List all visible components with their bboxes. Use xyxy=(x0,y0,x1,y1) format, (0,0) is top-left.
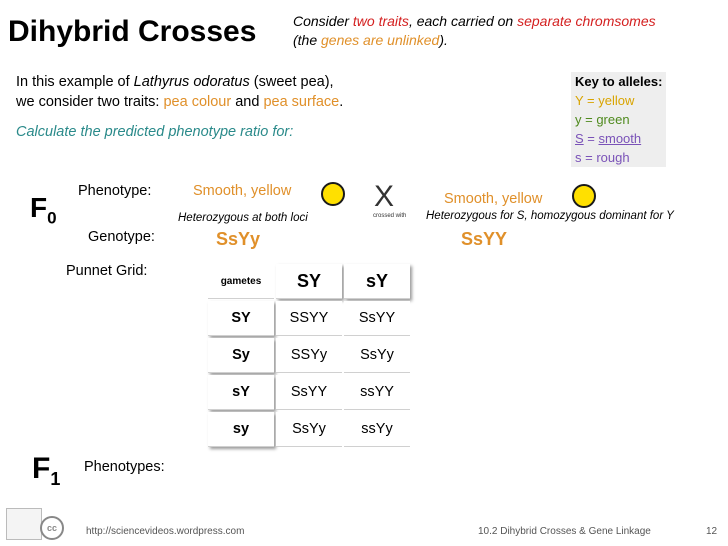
parent2-genotype: SsYY xyxy=(461,229,508,249)
intro-line: In this example of Lathyrus odoratus (sw… xyxy=(16,72,343,92)
slide-title: Dihybrid Crosses xyxy=(8,15,257,48)
offspring-genotype: ssYY xyxy=(344,375,410,410)
creative-commons-icon: cc xyxy=(40,516,64,540)
gamete-row-header: SY xyxy=(208,301,274,336)
intro-fragment: (sweet pea), xyxy=(249,74,334,90)
yellow-pea-icon xyxy=(572,184,596,208)
f1-sub: 1 xyxy=(50,469,61,489)
trait-colour: pea colour xyxy=(163,94,232,110)
offspring-genotype: ssYy xyxy=(344,412,410,447)
gametes-corner: gametes xyxy=(208,264,274,299)
consider-note: Consider two traits, each carried on sep… xyxy=(293,12,673,50)
f0-sub: 0 xyxy=(47,208,57,228)
phenotype-label: Phenotype: xyxy=(78,183,152,199)
calculate-prompt: Calculate the predicted phenotype ratio … xyxy=(16,124,294,140)
key-heading: Key to alleles: xyxy=(575,74,663,89)
intro-text: In this example of Lathyrus odoratus (sw… xyxy=(16,72,343,112)
key-S: S = smooth xyxy=(575,129,662,148)
allele-key: Key to alleles: Y = yellow y = green S =… xyxy=(571,72,667,167)
offspring-genotype: SsYY xyxy=(344,301,410,336)
key-S-letter: S xyxy=(575,131,584,146)
intro-fragment: we consider two traits: xyxy=(16,94,164,110)
punnett-row: sy SsYy ssYy xyxy=(208,412,410,447)
page-number: 12 xyxy=(706,526,718,537)
parent1-note: Heterozygous at both loci xyxy=(178,212,308,224)
intro-fragment: and xyxy=(231,94,264,110)
f0-label: F0 xyxy=(30,193,57,234)
footer-url[interactable]: http://sciencevideos.wordpress.com xyxy=(86,526,245,537)
crossed-with-label: crossed with xyxy=(373,213,407,219)
gamete-col-header: sY xyxy=(344,264,410,299)
offspring-genotype: SSYY xyxy=(276,301,342,336)
intro-fragment: . xyxy=(339,94,344,110)
punnett-label: Punnet Grid: xyxy=(66,263,148,279)
gamete-row-header: Sy xyxy=(208,338,274,373)
key-y: y = green xyxy=(575,112,630,127)
f1-phenotypes-label: Phenotypes: xyxy=(84,459,165,475)
offspring-genotype: SsYY xyxy=(276,375,342,410)
species-name: Lathyrus odoratus xyxy=(133,74,250,90)
consider-text: , each carried on xyxy=(408,13,518,29)
f0-letter: F xyxy=(30,192,48,223)
punnett-header-row: gametes SY sY xyxy=(208,264,410,299)
punnett-row: Sy SSYy SsYy xyxy=(208,338,410,373)
consider-highlight: two traits xyxy=(352,13,409,29)
parent2-note: Heterozygous for S, homozygous dominant … xyxy=(426,210,674,222)
key-S-eq: = xyxy=(583,131,599,146)
footer-topic: 10.2 Dihybrid Crosses & Gene Linkage xyxy=(478,526,651,537)
site-logo xyxy=(6,508,42,540)
consider-text: ). xyxy=(439,32,448,48)
f1-label: F1 xyxy=(32,452,60,496)
intro-fragment: In this example of xyxy=(16,74,134,90)
intro-line: we consider two traits: pea colour and p… xyxy=(16,92,343,112)
parent1-phenotype: Smooth, yellow xyxy=(193,183,292,199)
key-Y: Y = yellow xyxy=(575,93,635,108)
gamete-col-header: SY xyxy=(276,264,342,299)
f1-letter: F xyxy=(32,452,51,485)
punnett-grid: gametes SY sY SY SSYY SsYY Sy SSYy SsYy … xyxy=(206,262,412,449)
gamete-row-header: sy xyxy=(208,412,274,447)
punnett-row: sY SsYY ssYY xyxy=(208,375,410,410)
consider-highlight: separate chromsomes xyxy=(517,13,656,29)
parent2-phenotype: Smooth, yellow xyxy=(444,191,543,207)
offspring-genotype: SSYy xyxy=(276,338,342,373)
key-s: s = rough xyxy=(575,150,630,165)
consider-highlight: genes are unlinked xyxy=(321,32,440,48)
yellow-pea-icon xyxy=(321,182,345,206)
offspring-genotype: SsYy xyxy=(276,412,342,447)
key-S-word: smooth xyxy=(598,131,642,146)
parent1-genotype: SsYy xyxy=(216,229,261,249)
consider-text: (the xyxy=(293,32,322,48)
offspring-genotype: SsYy xyxy=(344,338,410,373)
punnett-row: SY SSYY SsYY xyxy=(208,301,410,336)
genotype-label: Genotype: xyxy=(88,229,155,245)
consider-text: Consider xyxy=(293,13,353,29)
trait-surface: pea surface xyxy=(263,94,340,110)
cross-icon: X xyxy=(374,180,395,213)
gamete-row-header: sY xyxy=(208,375,274,410)
